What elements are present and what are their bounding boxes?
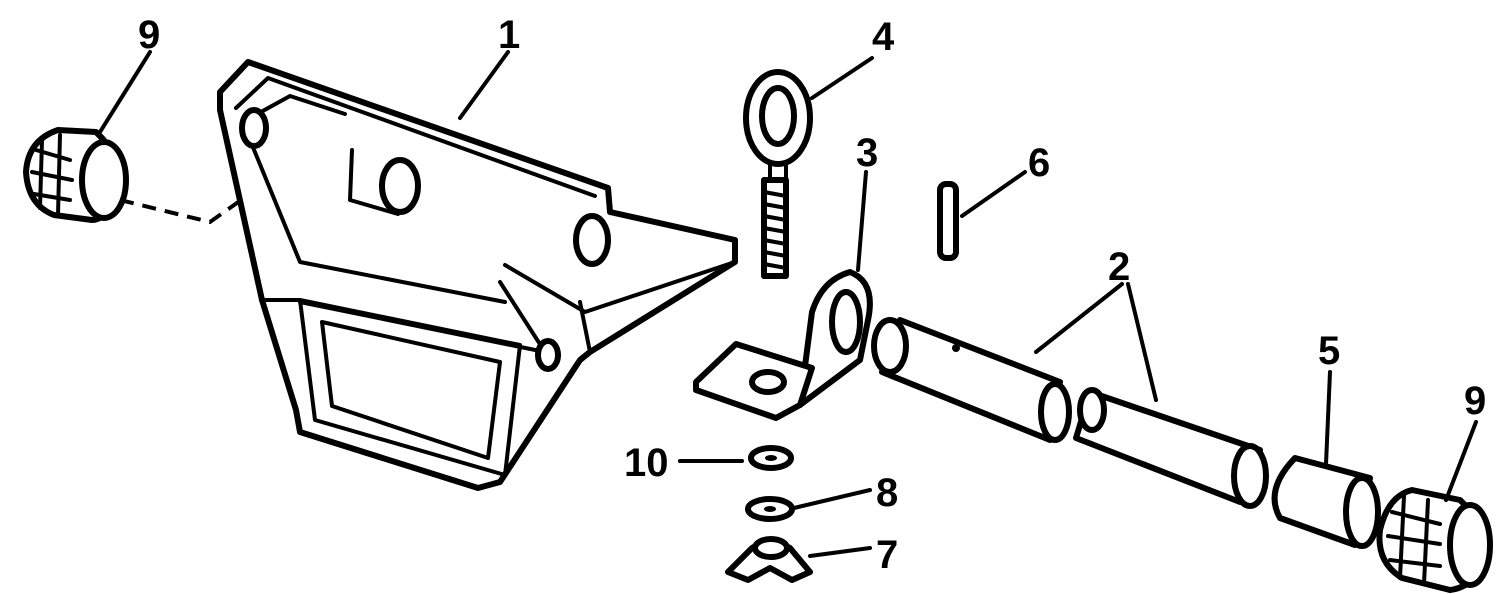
callout-part-8: 8 xyxy=(876,471,898,515)
leader-1 xyxy=(458,50,510,120)
leader-9-left xyxy=(98,50,152,134)
angle-clip xyxy=(693,269,873,421)
leader-5 xyxy=(1324,370,1332,466)
leader-6 xyxy=(960,170,1027,218)
callout-part-2: 2 xyxy=(1108,245,1130,289)
tube-lower xyxy=(1073,387,1269,509)
leader-4 xyxy=(810,56,874,100)
knob-left-dashed-line xyxy=(119,148,314,225)
callout-part-9-left: 9 xyxy=(138,13,160,57)
callout-part-10: 10 xyxy=(624,441,669,485)
pin xyxy=(937,181,959,261)
callout-part-1: 1 xyxy=(498,13,520,57)
leader-2a xyxy=(1034,282,1124,354)
washer-10 xyxy=(748,445,794,471)
washer-8 xyxy=(745,496,795,522)
tube-upper xyxy=(871,317,1072,443)
callout-part-5: 5 xyxy=(1318,329,1340,373)
callout-part-4: 4 xyxy=(872,15,895,59)
eye-bolt xyxy=(743,69,813,279)
knob-left xyxy=(23,127,129,223)
knob-right xyxy=(1376,487,1493,593)
callout-part-9-right: 9 xyxy=(1464,379,1486,423)
callout-part-6: 6 xyxy=(1028,141,1050,185)
leader-8 xyxy=(792,488,872,510)
wing-nut xyxy=(725,536,813,583)
callout-part-3: 3 xyxy=(856,131,878,175)
leader-9-right xyxy=(1444,420,1478,502)
leader-7 xyxy=(808,546,872,558)
leader-2b xyxy=(1126,282,1158,402)
leader-3 xyxy=(856,170,868,272)
callout-part-7: 7 xyxy=(876,533,898,577)
mounting-bracket xyxy=(217,59,738,491)
sleeve xyxy=(1271,455,1381,549)
